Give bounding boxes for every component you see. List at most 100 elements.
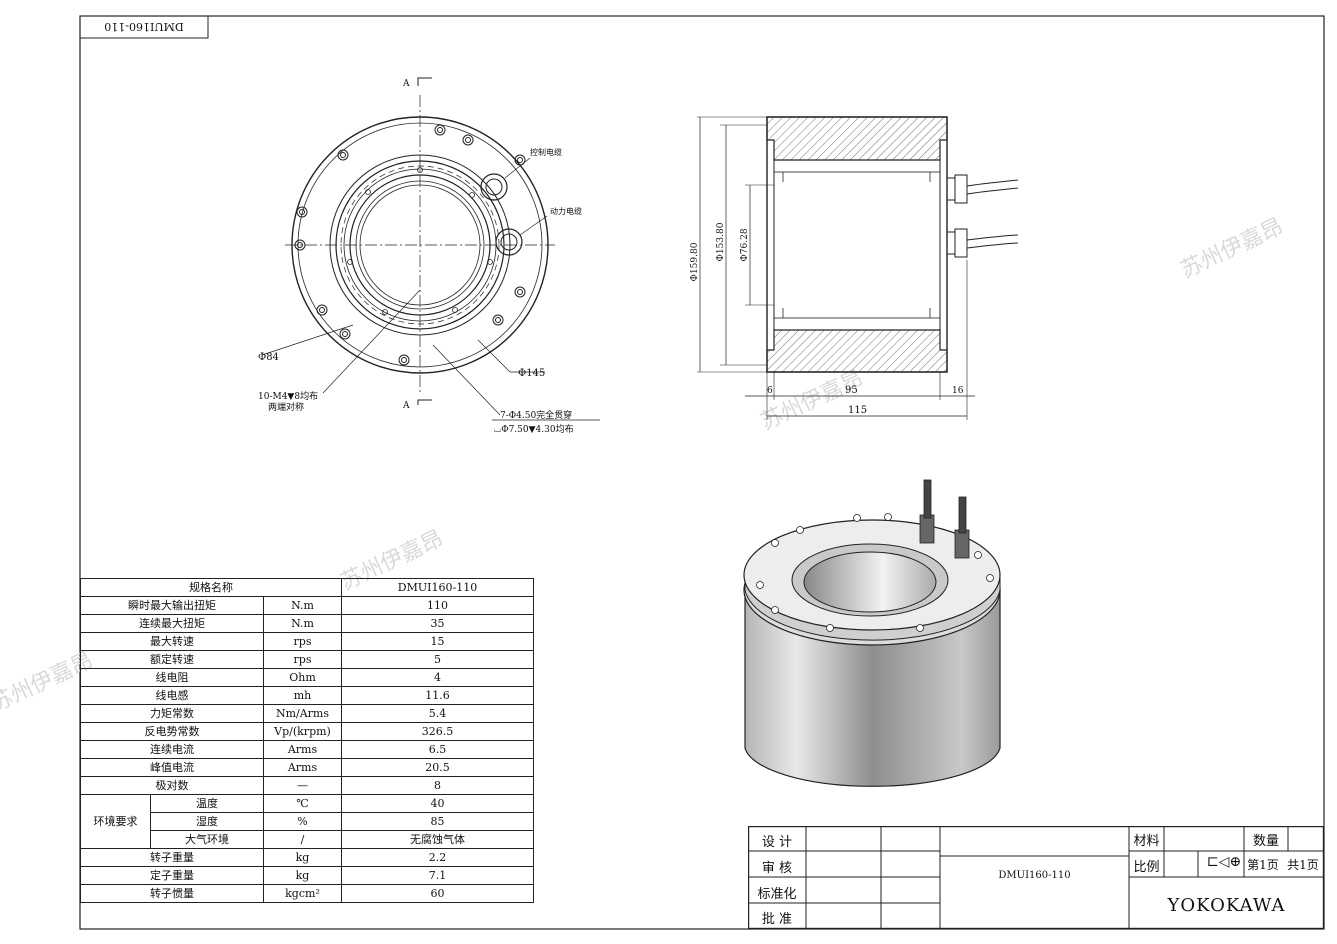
- spec-unit: kg: [263, 866, 342, 885]
- spec-name: 峰值电流: [80, 758, 264, 777]
- spec-unit: %: [263, 812, 342, 831]
- spec-header-model: DMUI160-110: [341, 578, 534, 597]
- spec-value: 60: [341, 884, 534, 903]
- tb-standard: 标准化: [757, 887, 797, 902]
- spec-value: 4: [341, 668, 534, 687]
- table-row: 极对数—8: [80, 776, 534, 795]
- dim-right: 16: [952, 386, 964, 396]
- tb-drawing-no: DMUI160-110: [998, 870, 1071, 881]
- spec-value: 7.1: [341, 866, 534, 885]
- dim-inner: Φ84: [258, 352, 279, 363]
- iso-view: [743, 479, 1001, 787]
- watermark-2: 苏州伊嘉昂: [757, 366, 867, 435]
- spec-unit: mh: [263, 686, 342, 705]
- spec-name: 连续电流: [80, 740, 264, 759]
- spec-value: 20.5: [341, 758, 534, 777]
- label-control-cable: 控制电缆: [530, 147, 562, 157]
- spec-name: 极对数: [80, 776, 264, 795]
- spec-unit: Vp/(krpm): [263, 722, 342, 741]
- spec-name: 瞬时最大输出扭矩: [80, 596, 264, 615]
- spec-value: 11.6: [341, 686, 534, 705]
- tb-company: YOKOKAWA: [1167, 895, 1286, 916]
- spec-unit: kgcm²: [263, 884, 342, 903]
- dim-outer: Φ145: [518, 368, 545, 379]
- spec-name: 湿度: [150, 812, 264, 831]
- watermark-1: 苏州伊嘉昂: [1177, 214, 1287, 283]
- dim-mid: 95: [845, 385, 858, 396]
- spec-value: 6.5: [341, 740, 534, 759]
- spec-value: 5.4: [341, 704, 534, 723]
- tb-design: 设 计: [761, 835, 793, 850]
- tb-pages-total: 共1页: [1287, 858, 1319, 872]
- spec-unit: —: [263, 776, 342, 795]
- spec-name: 反电势常数: [80, 722, 264, 741]
- sheet-border: [79, 15, 1325, 930]
- side-section-view: [697, 116, 1019, 420]
- spec-header-name: 规格名称: [80, 578, 342, 597]
- spec-name: 额定转速: [80, 650, 264, 669]
- spec-value: 2.2: [341, 848, 534, 867]
- spec-value: 8: [341, 776, 534, 795]
- spec-unit: N.m: [263, 596, 342, 615]
- spec-name: 定子重量: [80, 866, 264, 885]
- code-box-text: DMUI160-110: [104, 20, 183, 33]
- spec-unit: Arms: [263, 740, 342, 759]
- spec-value: 110: [341, 596, 534, 615]
- note-holes-1: 7-Φ4.50完全贯穿: [500, 409, 572, 421]
- spec-name: 线电阻: [80, 668, 264, 687]
- spec-unit: Ohm: [263, 668, 342, 687]
- spec-value: 5: [341, 650, 534, 669]
- tb-approve: 批 准: [761, 912, 793, 927]
- spec-name: 连续最大扭矩: [80, 614, 264, 633]
- dim-d2: Φ153.80: [716, 222, 726, 261]
- spec-env-group: 环境要求: [80, 794, 151, 849]
- spec-name: 最大转速: [80, 632, 264, 651]
- tb-review: 审 核: [761, 861, 793, 876]
- table-row: 大气环境/无腐蚀气体: [81, 830, 534, 849]
- spec-name: 大气环境: [150, 830, 264, 849]
- tb-quantity: 数量: [1252, 834, 1279, 849]
- front-view: [261, 77, 555, 416]
- dim-d1: Φ159.80: [690, 242, 700, 281]
- spec-unit: /: [263, 830, 342, 849]
- code-box: [79, 15, 209, 39]
- spec-unit: Arms: [263, 758, 342, 777]
- note-threads-2: 两端对称: [268, 401, 304, 413]
- spec-unit: kg: [263, 848, 342, 867]
- spec-name: 温度: [150, 794, 264, 813]
- spec-value: 85: [341, 812, 534, 831]
- projection-symbol-icon: ⊏◁⊕: [1206, 854, 1242, 870]
- note-threads-1: 10-M4▼8均布: [258, 390, 318, 402]
- table-row: 规格名称 DMUI160-110: [80, 578, 534, 597]
- dim-left: 6: [767, 386, 773, 396]
- spec-name: 转子惯量: [80, 884, 264, 903]
- title-block: [748, 826, 1324, 929]
- spec-unit: rps: [263, 632, 342, 651]
- label-power-cable: 动力电缆: [550, 206, 582, 216]
- spec-name: 线电感: [80, 686, 264, 705]
- spec-value: 无腐蚀气体: [341, 830, 534, 849]
- tb-page: 第1页: [1247, 858, 1279, 872]
- note-holes-2: ⌴Φ7.50▼4.30均布: [494, 423, 574, 435]
- spec-value: 326.5: [341, 722, 534, 741]
- spec-value: 35: [341, 614, 534, 633]
- spec-value: 15: [341, 632, 534, 651]
- spec-unit: Nm/Arms: [263, 704, 342, 723]
- tb-material: 材料: [1133, 834, 1160, 849]
- spec-unit: ℃: [263, 794, 342, 813]
- dim-d3: Φ76.28: [740, 228, 750, 261]
